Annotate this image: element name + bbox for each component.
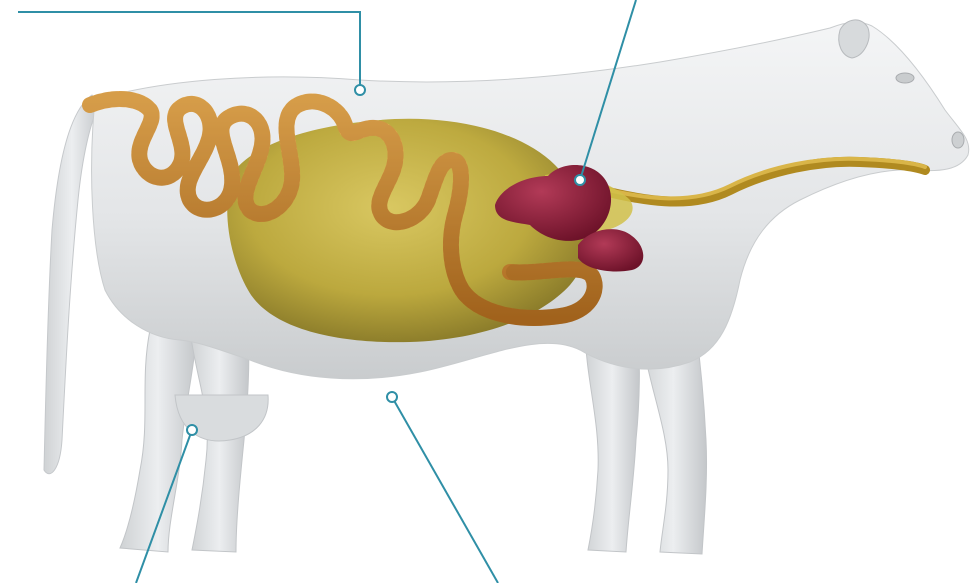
hind-leg-back (120, 330, 196, 552)
cow-nostril (952, 132, 964, 148)
callout-belly (387, 392, 498, 583)
rumen (227, 119, 588, 342)
cow-eye (896, 73, 914, 83)
